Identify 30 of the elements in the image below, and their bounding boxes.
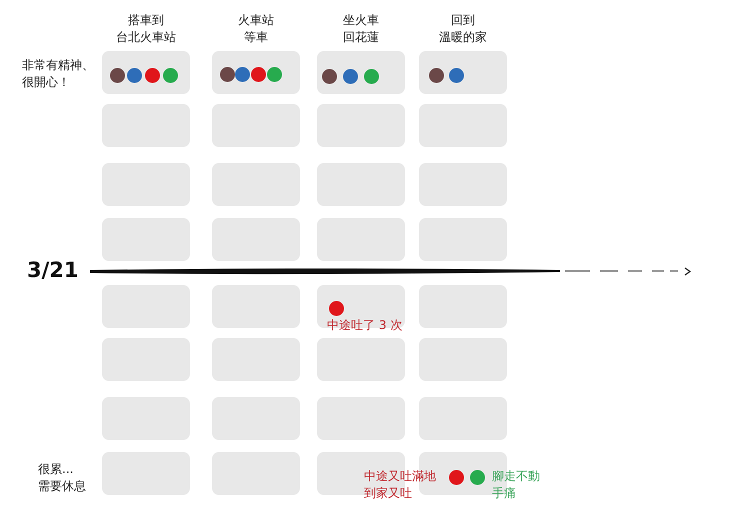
dot-marker [328, 300, 344, 316]
dot-marker [144, 68, 160, 82]
row-label: 很累...需要休息 [38, 461, 86, 495]
note-text: 中途吐了 3 次 [327, 317, 402, 334]
date-label: 3/21 [27, 257, 79, 284]
note-text: 腳走不動手痛 [492, 468, 540, 502]
dot-marker [342, 68, 358, 84]
dot-marker [448, 68, 464, 82]
dot-marker [322, 68, 336, 84]
dot-marker [364, 68, 378, 84]
dot-marker [266, 66, 282, 82]
dot-marker [220, 66, 234, 82]
empty-card [317, 51, 405, 94]
row-label: 非常有精神、很開心！ [22, 57, 94, 91]
dot-marker [448, 470, 464, 484]
empty-card [102, 51, 190, 94]
dot-marker [234, 66, 250, 82]
dot-marker [250, 66, 266, 82]
column-header: 回到溫暖的家 [438, 12, 488, 46]
note-text: 中途又吐滿地到家又吐 [364, 468, 436, 502]
column-header: 火車站等車 [237, 12, 275, 46]
dot-marker [110, 68, 124, 82]
column-header: 坐火車回花蓮 [342, 12, 380, 46]
empty-card [212, 51, 300, 94]
column-header: 搭車到台北火車站 [115, 12, 177, 46]
dot-marker [470, 470, 484, 484]
dot-marker [428, 68, 444, 82]
empty-card [419, 51, 507, 94]
dot-marker [126, 68, 142, 82]
dot-marker [162, 68, 178, 82]
